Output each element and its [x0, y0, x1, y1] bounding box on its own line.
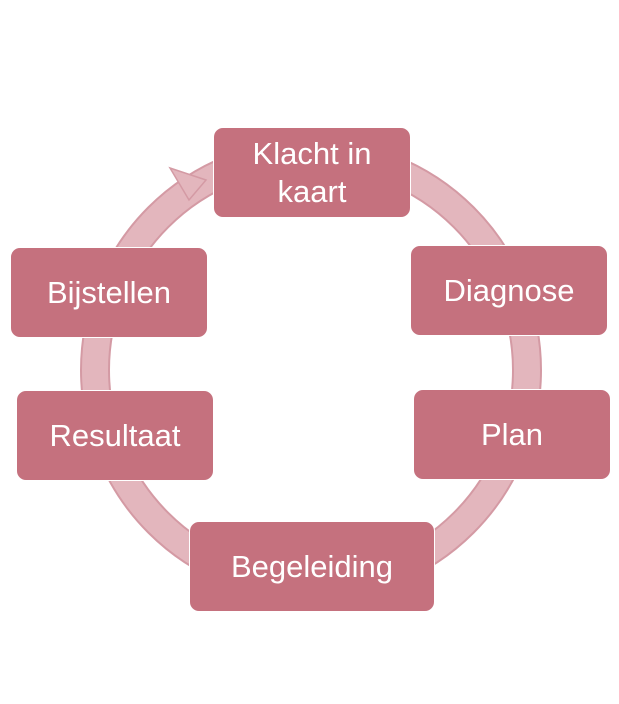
- step-begeleiding: Begeleiding: [189, 521, 435, 612]
- step-diagnose: Diagnose: [410, 245, 608, 336]
- step-resultaat: Resultaat: [16, 390, 214, 481]
- cycle-arrow-head-icon: [168, 166, 208, 202]
- step-klacht-in-kaart: Klacht in kaart: [213, 127, 411, 218]
- step-bijstellen: Bijstellen: [10, 247, 208, 338]
- step-plan: Plan: [413, 389, 611, 480]
